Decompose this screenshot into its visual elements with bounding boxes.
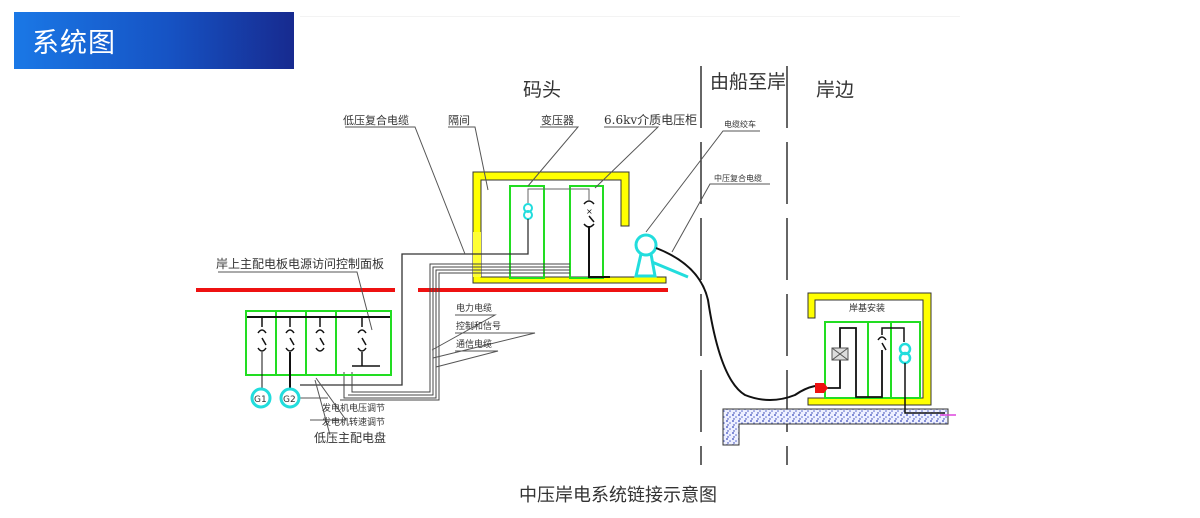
label-mv-composite-cable: 中压复合电缆: [714, 173, 762, 183]
label-lv-composite-cable: 低压复合电缆: [343, 113, 409, 127]
svg-text:G2: G2: [283, 395, 296, 405]
label-shore-install: 岸基安装: [849, 302, 885, 314]
plug-connector-icon: [815, 383, 828, 393]
top-divider: [300, 16, 960, 17]
svg-text:×: ×: [586, 207, 593, 216]
cable-bundle: [340, 263, 570, 401]
shore-breaker-icon: [877, 327, 905, 351]
shore-panels: [824, 321, 921, 399]
label-cable-reel: 电缆绞车: [724, 119, 756, 129]
label-control-signal: 控制和信号: [456, 320, 501, 332]
breaker-1-icon: [257, 317, 267, 390]
section-label-ship-to-shore: 由船至岸: [710, 71, 786, 93]
section-label-shore: 岸边: [816, 79, 854, 101]
section-header: 系统图: [14, 12, 294, 69]
label-gen-voltage-reg: 发电机电压调节: [322, 402, 385, 414]
generator-g2: G2: [279, 387, 301, 409]
diagram-caption: 中压岸电系统链接示意图: [519, 485, 717, 506]
svg-text:G1: G1: [254, 395, 267, 405]
label-mv-switchgear: 6.6kv介质电压柜: [604, 113, 697, 127]
section-label-dock: 码头: [523, 79, 561, 101]
circuit-breaker-icon: ×: [583, 200, 595, 228]
label-compartment: 隔间: [448, 114, 470, 127]
breaker-3-icon: [315, 317, 325, 352]
generator-g1: G1: [250, 387, 272, 409]
shore-enclosure: [807, 292, 932, 406]
breaker-4-icon: [352, 317, 380, 367]
label-comm-cable: 通信电缆: [456, 338, 492, 350]
label-transformer: 变压器: [541, 113, 574, 127]
quay-concrete: [722, 408, 949, 446]
shore-transformer-icon: [898, 342, 912, 365]
label-power-cable: 电力电缆: [456, 302, 492, 314]
cable-reel-icon: [634, 233, 689, 279]
transformer-panel: [509, 185, 545, 279]
label-shore-panel: 岸上主配电板电源访问控制面板: [216, 257, 384, 271]
transformer-icon: [523, 203, 533, 220]
dock-enclosure: [472, 171, 667, 284]
section-title: 系统图: [32, 28, 116, 59]
breaker-2-icon: [285, 317, 295, 390]
lv-main-switchboard: [245, 310, 392, 376]
switchgear-panel: [569, 185, 604, 279]
label-lv-main-switchboard: 低压主配电盘: [314, 430, 386, 445]
mv-cable: [655, 247, 816, 401]
label-gen-speed-reg: 发电机转速调节: [322, 416, 385, 428]
